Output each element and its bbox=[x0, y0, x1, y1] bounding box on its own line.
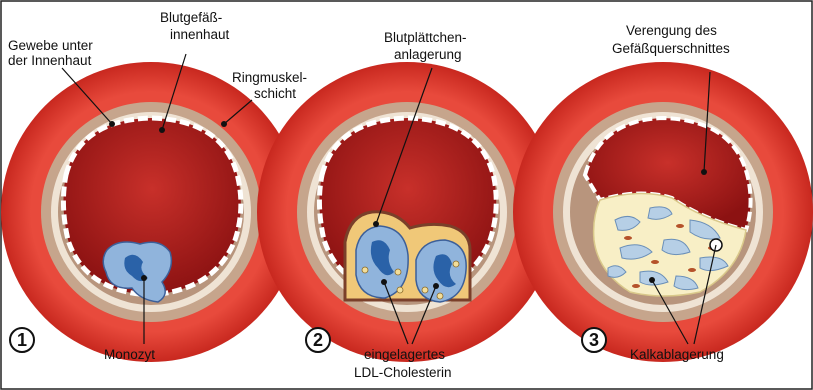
label-verengung: Verengung des Gefäßquerschnittes bbox=[612, 23, 730, 56]
label-verengung-line1: Verengung des bbox=[626, 23, 717, 38]
ldl-droplet bbox=[397, 287, 403, 293]
dot-gewebe bbox=[109, 121, 115, 127]
stage-number-3: 3 bbox=[582, 328, 606, 352]
stage-number-text: 3 bbox=[589, 330, 599, 350]
label-innenhaut-line1: Blutgefäß- bbox=[160, 10, 222, 25]
label-monozyt: Monozyt bbox=[104, 347, 155, 362]
vessel-stage-3 bbox=[513, 62, 813, 362]
ldl-droplet bbox=[453, 261, 459, 267]
deposit-fleck bbox=[688, 268, 696, 272]
label-innenhaut-line2: innenhaut bbox=[170, 27, 230, 42]
label-plaettchen-line2: anlagerung bbox=[394, 47, 462, 62]
dot-ldl-left bbox=[381, 279, 387, 285]
deposit-fleck bbox=[651, 260, 659, 264]
ldl-droplet bbox=[395, 269, 401, 275]
deposit-fleck bbox=[632, 284, 640, 288]
dot-verengung bbox=[701, 169, 707, 175]
dot-innenhaut bbox=[159, 127, 165, 133]
stage-number-1: 1 bbox=[10, 328, 34, 352]
stage-number-text: 2 bbox=[313, 330, 323, 350]
label-verengung-line2: Gefäßquerschnittes bbox=[612, 41, 730, 56]
vessel-stage-1 bbox=[1, 62, 301, 362]
label-kalk: Kalkablagerung bbox=[630, 347, 724, 362]
label-gewebe-line2: der Innenhaut bbox=[8, 53, 92, 68]
dot-kalk bbox=[649, 277, 655, 283]
ldl-droplet bbox=[422, 287, 428, 293]
label-gewebe-line1: Gewebe unter bbox=[8, 38, 93, 53]
label-gewebe: Gewebe unter der Innenhaut bbox=[8, 38, 93, 68]
dot-ldl-right bbox=[433, 283, 439, 289]
dot-plaettchen bbox=[373, 221, 379, 227]
stage-number-2: 2 bbox=[306, 328, 330, 352]
label-plaettchen-line1: Blutplättchen- bbox=[384, 30, 467, 45]
label-ringmuskel-line1: Ringmuskel- bbox=[232, 70, 307, 85]
label-plaettchen: Blutplättchen- anlagerung bbox=[384, 30, 467, 62]
dot-monozyt bbox=[141, 275, 147, 281]
dot-ringmuskel bbox=[221, 121, 227, 127]
label-innenhaut: Blutgefäß- innenhaut bbox=[160, 10, 230, 42]
vessel-stage-2 bbox=[257, 62, 557, 362]
deposit-fleck bbox=[624, 236, 632, 240]
label-ldl-line2: LDL-Cholesterin bbox=[354, 365, 452, 380]
label-ldl: eingelagertes LDL-Cholesterin bbox=[354, 347, 452, 380]
deposit-fleck bbox=[676, 224, 684, 228]
label-ringmuskel-line2: schicht bbox=[254, 86, 296, 101]
stage-number-text: 1 bbox=[17, 330, 27, 350]
ldl-droplet bbox=[437, 293, 443, 299]
label-ldl-line1: eingelagertes bbox=[364, 347, 445, 362]
ldl-droplet bbox=[362, 267, 368, 273]
